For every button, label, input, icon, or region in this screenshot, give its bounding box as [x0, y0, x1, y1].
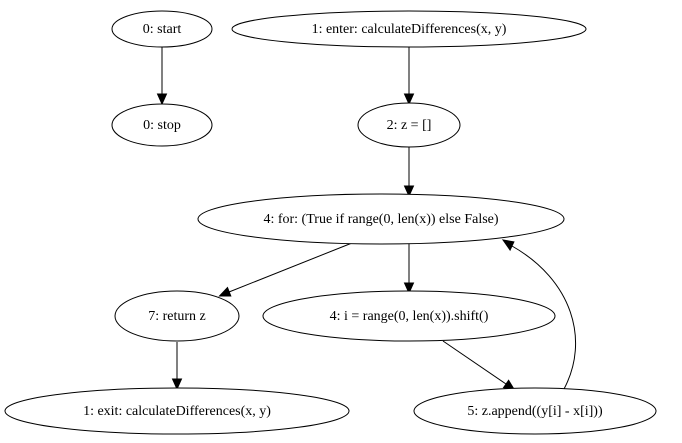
nodes: 0: start 0: stop 1: enter: calculateDiff… — [4, 10, 657, 435]
node-shift-i-label: 4: i = range(0, len(x)).shift() — [330, 309, 489, 324]
node-exit-label: 1: exit: calculateDifferences(x, y) — [83, 404, 271, 419]
node-start: 0: start — [111, 10, 213, 48]
edge-append-to-for-loop — [501, 239, 577, 390]
edge-shift-i-to-append — [442, 340, 516, 391]
node-append-label: 5: z.append((y[i] - x[i])) — [467, 404, 603, 419]
edge-enter-to-assign-z — [403, 47, 415, 106]
edge-start-to-stop — [156, 47, 168, 106]
edges — [156, 47, 577, 391]
node-enter-label: 1: enter: calculateDifferences(x, y) — [312, 22, 507, 37]
node-start-label: 0: start — [143, 22, 182, 37]
node-for-loop-label: 4: for: (True if range(0, len(x)) else F… — [263, 212, 498, 227]
node-assign-z: 2: z = [] — [357, 102, 461, 148]
node-stop-label: 0: stop — [143, 118, 181, 133]
node-append: 5: z.append((y[i] - x[i])) — [413, 387, 657, 435]
node-assign-z-label: 2: z = [] — [387, 118, 432, 133]
node-return-z: 7: return z — [114, 290, 240, 342]
edge-assign-z-to-for-loop — [403, 147, 415, 198]
node-return-z-label: 7: return z — [148, 309, 206, 324]
node-enter: 1: enter: calculateDifferences(x, y) — [231, 10, 587, 48]
node-stop: 0: stop — [111, 103, 213, 147]
node-exit: 1: exit: calculateDifferences(x, y) — [4, 387, 350, 435]
edge-for-loop-to-return-z — [218, 242, 353, 297]
node-for-loop: 4: for: (True if range(0, len(x)) else F… — [197, 193, 565, 245]
edge-for-loop-to-shift-i — [403, 244, 415, 295]
node-shift-i: 4: i = range(0, len(x)).shift() — [262, 290, 556, 342]
edge-return-z-to-exit — [171, 342, 183, 391]
